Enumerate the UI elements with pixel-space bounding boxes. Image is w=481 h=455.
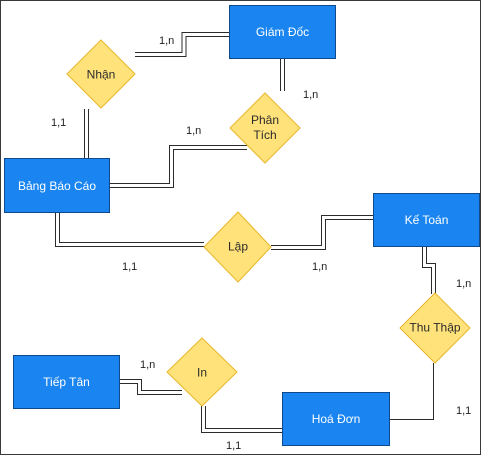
- connector-hoa-don-thu-thap: [390, 363, 434, 420]
- relationship-thu-thap[interactable]: Thu Thập: [409, 320, 461, 335]
- cardinality-bang-bao-cao-lap: 1,1: [122, 261, 138, 273]
- cardinality-hoa-don-in: 1,1: [226, 440, 242, 452]
- relationship-nhan[interactable]: Nhận: [86, 67, 116, 82]
- connector-giam-doc-nhan: [135, 32, 229, 53]
- relationship-nhan-diamond: [66, 39, 136, 109]
- relationship-in-diamond: [166, 337, 238, 407]
- entity-hoa-don[interactable]: Hoá Đơn: [282, 392, 390, 446]
- connector-bang-bao-cao-phan-tich: [110, 145, 247, 184]
- connector-bang-bao-cao-lap: [55, 213, 204, 247]
- relationship-phan-tich[interactable]: Phân Tích: [250, 113, 280, 142]
- relationship-thu-thap-diamond: [399, 292, 471, 364]
- connector-ke-toan-thu-thap: [422, 247, 432, 294]
- entity-bang-bao-cao[interactable]: Bảng Báo Cáo: [4, 158, 110, 213]
- relationship-lap[interactable]: Lập: [227, 239, 249, 254]
- cardinality-tiep-tan-in: 1,n: [140, 359, 156, 371]
- cardinality-bang-bao-cao-phan-tich: 1,n: [186, 125, 202, 137]
- cardinality-giam-doc-nhan: 1,n: [159, 35, 175, 47]
- cardinality-giam-doc-phan-tich: 1,n: [303, 89, 319, 101]
- connector-hoa-don-in: [201, 406, 282, 433]
- cardinality-bang-bao-cao-nhan: 1,1: [51, 117, 67, 129]
- entity-giam-doc[interactable]: Giám Đốc: [229, 5, 336, 59]
- cardinality-ke-toan-lap: 1,n: [312, 261, 328, 273]
- entity-tiep-tan[interactable]: Tiếp Tân: [13, 355, 120, 409]
- cardinality-hoa-don-thu-thap: 1,1: [456, 405, 472, 417]
- cardinality-ke-toan-thu-thap: 1,n: [456, 278, 472, 290]
- entity-ke-toan[interactable]: Kế Toán: [373, 193, 480, 247]
- connector-ke-toan-lap: [271, 215, 373, 246]
- relationship-lap-diamond: [203, 211, 272, 283]
- relationship-in[interactable]: In: [196, 365, 207, 380]
- relationship-phan-tich-diamond: [229, 92, 301, 164]
- connector-tiep-tan-in: [120, 379, 182, 391]
